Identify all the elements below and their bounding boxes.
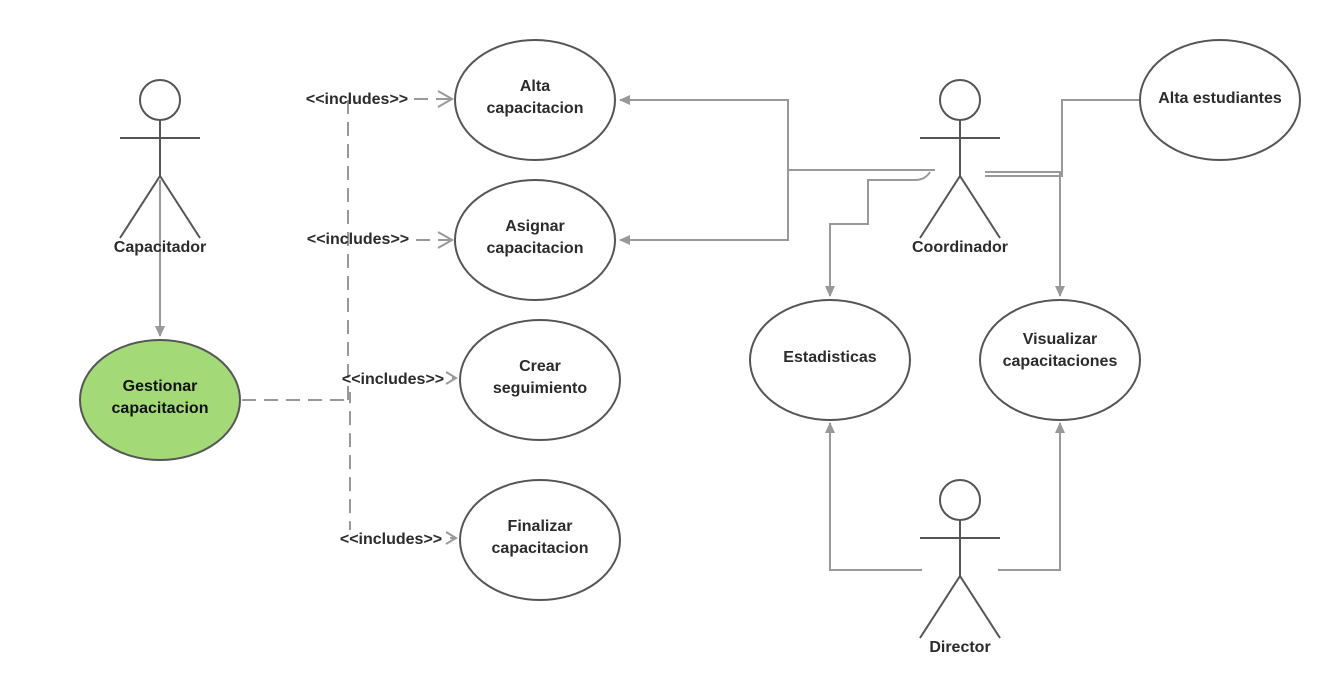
gestionar-label-1: Gestionar — [123, 378, 198, 395]
use-case-gestionar-capacitacion: Gestionar capacitacion — [79, 339, 241, 461]
estadisticas-label: Estadisticas — [783, 349, 876, 366]
actor-director: Director — [919, 479, 1001, 656]
use-case-finalizar-capacitacion: Finalizar capacitacion — [459, 479, 621, 601]
use-case-alta-capacitacion: Alta capacitacion — [454, 39, 616, 161]
actor-director-label: Director — [929, 639, 990, 656]
use-case-crear-seguimiento: Crear seguimiento — [459, 319, 621, 441]
actor-capacitador: Capacitador — [114, 79, 206, 256]
use-case-estadisticas: Estadisticas — [749, 299, 911, 421]
include-label-alta: <<includes>> — [306, 91, 408, 108]
asignar-capacitacion-label-1: Asignar — [505, 218, 565, 235]
include-label-finalizar: <<includes>> — [340, 531, 442, 548]
use-case-asignar-capacitacion: Asignar capacitacion — [454, 179, 616, 301]
use-case-alta-estudiantes: Alta estudiantes — [1139, 39, 1301, 161]
include-connectors — [242, 90, 458, 545]
visualizar-capacitaciones-label-1: Visualizar — [1023, 331, 1097, 348]
alta-capacitacion-label-1: Alta — [520, 78, 550, 95]
visualizar-capacitaciones-label-2: capacitaciones — [1003, 353, 1118, 370]
gestionar-ellipse — [79, 339, 241, 461]
include-label-crear: <<includes>> — [342, 371, 444, 388]
use-case-visualizar-capacitaciones: Visualizar capacitaciones — [979, 299, 1141, 421]
asignar-capacitacion-label-2: capacitacion — [487, 240, 584, 257]
finalizar-capacitacion-label-1: Finalizar — [508, 518, 573, 535]
finalizar-capacitacion-label-2: capacitacion — [492, 540, 589, 557]
include-label-asignar: <<includes>> — [307, 231, 409, 248]
gestionar-label-2: capacitacion — [112, 400, 209, 417]
actor-coordinador-label: Coordinador — [912, 239, 1008, 256]
alta-capacitacion-label-2: capacitacion — [487, 100, 584, 117]
director-associations — [825, 422, 1065, 571]
crear-seguimiento-label-1: Crear — [519, 358, 561, 375]
actor-capacitador-label: Capacitador — [114, 239, 206, 256]
actor-coordinador: Coordinador — [912, 79, 1008, 256]
coordinador-associations — [619, 95, 1156, 297]
alta-estudiantes-label: Alta estudiantes — [1158, 90, 1282, 107]
crear-seguimiento-label-2: seguimiento — [493, 380, 587, 397]
